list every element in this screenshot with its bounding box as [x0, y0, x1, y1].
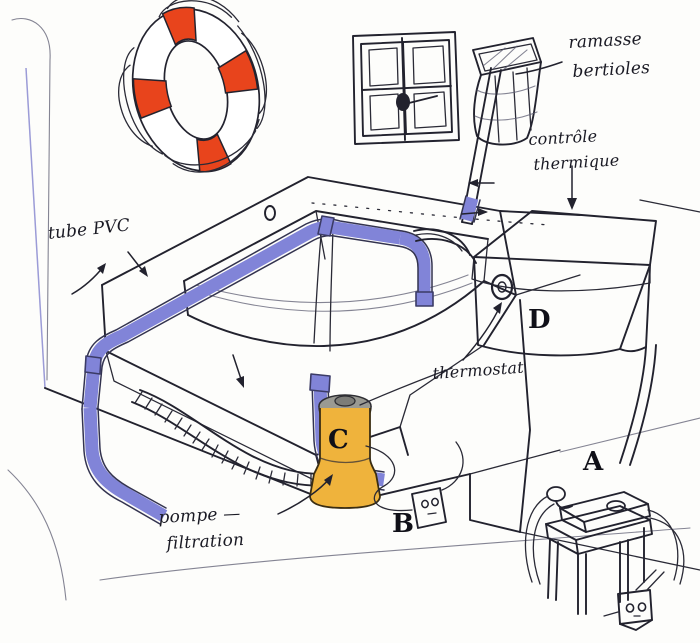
pvc-pipe-drop — [397, 230, 434, 307]
key-label-a: A — [583, 447, 604, 477]
power-adapter-on-stool — [524, 486, 685, 615]
label-ramasse-bertioles-line2: bertioles — [572, 57, 651, 82]
floor-wall-socket — [365, 441, 464, 529]
label-controle-thermique-line1: contrôle — [528, 126, 598, 149]
thermal-control-unit — [413, 210, 657, 466]
corner-wall-socket — [603, 569, 665, 631]
key-label-b: B — [392, 509, 415, 539]
pointer-pompe-filtration — [277, 474, 333, 515]
pointer-tube-pvc-curve — [71, 263, 106, 295]
flow-arrow-down-front — [232, 354, 244, 388]
pointer-ramasse-bertioles — [515, 61, 563, 75]
life-ring-buoy — [118, 0, 268, 173]
pvc-pipe-to-heater — [459, 195, 481, 223]
key-label-c: C — [328, 425, 349, 455]
flow-arrow-left-on-pool — [468, 179, 495, 187]
pointer-thermostat — [462, 302, 502, 361]
label-pompe-filtration-line2: filtration — [166, 529, 245, 554]
pointer-pump-body — [359, 367, 453, 406]
skimmer-net — [461, 37, 542, 225]
casement-window — [352, 31, 460, 145]
flow-arrow-into-heater — [461, 208, 488, 216]
key-label-d: D — [528, 305, 551, 335]
pvc-pipe-left-descend — [81, 406, 168, 525]
pointer-tube-pvc-elbow — [127, 251, 148, 277]
pvc-elbow-collars — [84, 215, 335, 375]
label-ramasse-bertioles-line1: ramasse — [568, 29, 643, 53]
label-pompe-filtration-line1: pompe — — [158, 503, 241, 528]
